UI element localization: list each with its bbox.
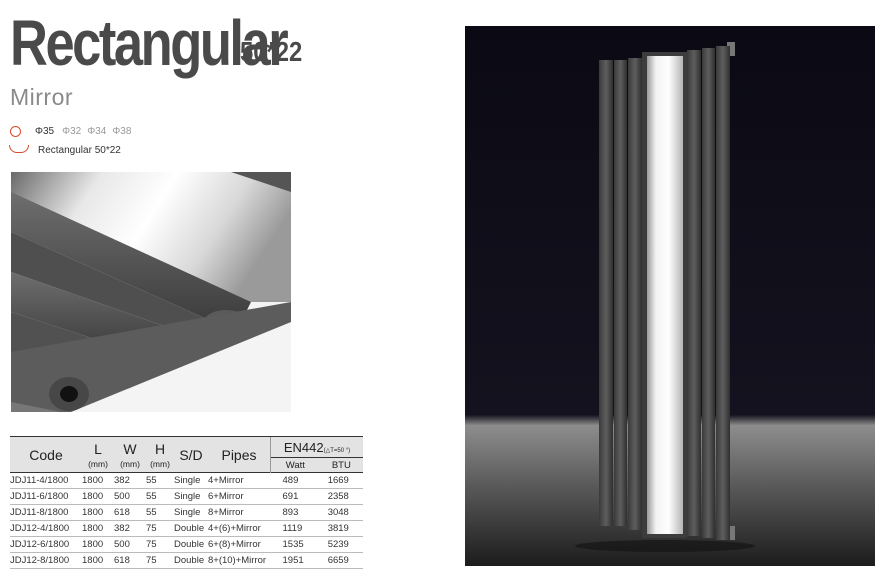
cell-h: 55: [146, 472, 174, 489]
table-row: JDJ11-8/1800 1800 618 55 Single 8+Mirror…: [10, 504, 363, 521]
cell-btu: 1669: [319, 472, 363, 489]
cell-code: JDJ11-4/1800: [10, 472, 82, 489]
table-row: JDJ12-4/1800 1800 382 75 Double 4+(6)+Mi…: [10, 520, 363, 537]
col-w: W(mm): [114, 436, 146, 473]
pipe-diameter-options: Φ35 Φ32 Φ34 Φ38: [9, 126, 137, 137]
cell-h: 55: [146, 504, 174, 521]
cell-l: 1800: [82, 520, 114, 537]
cell-w: 382: [114, 472, 146, 489]
cell-watt: 691: [270, 488, 320, 505]
cell-btu: 3048: [319, 504, 363, 521]
closeup-illustration: [11, 172, 291, 412]
cell-code: JDJ12-6/1800: [10, 536, 82, 553]
title-size: 50*22: [240, 36, 303, 67]
col-btu: BTU: [319, 457, 363, 473]
cell-watt: 1951: [270, 552, 320, 569]
cell-l: 1800: [82, 504, 114, 521]
cell-btu: 2358: [319, 488, 363, 505]
diameter-option: Φ34: [87, 126, 107, 137]
col-watt: Watt: [269, 457, 320, 473]
cell-pipes: 8+(10)+Mirror: [208, 552, 271, 569]
cell-watt: 489: [270, 472, 320, 489]
profile-spec: Rectangular 50*22: [9, 145, 121, 156]
table-row: JDJ11-6/1800 1800 500 55 Single 6+Mirror…: [10, 488, 363, 505]
cell-w: 618: [114, 552, 146, 569]
cell-btu: 3819: [319, 520, 363, 537]
cell-pipes: 4+Mirror: [208, 472, 271, 489]
round-pipe-icon: [10, 126, 21, 137]
product-title: Rectangular 50*22: [10, 0, 313, 78]
cell-h: 75: [146, 520, 174, 537]
cell-btu: 5239: [319, 536, 363, 553]
diameter-selected: Φ35: [35, 126, 55, 137]
cell-code: JDJ11-6/1800: [10, 488, 82, 505]
cell-w: 500: [114, 488, 146, 505]
title-main: Rectangular: [10, 7, 289, 79]
cell-btu: 6659: [319, 552, 363, 569]
cell-watt: 1119: [270, 520, 320, 537]
cell-code: JDJ11-8/1800: [10, 504, 82, 521]
cell-l: 1800: [82, 488, 114, 505]
cell-pipes: 6+(8)+Mirror: [208, 536, 271, 553]
diameter-option: Φ38: [112, 126, 132, 137]
cell-sd: Single: [174, 472, 208, 489]
spec-table: Code L(mm) W(mm) H(mm) S/D Pipes EN442(△…: [10, 436, 363, 569]
cell-pipes: 4+(6)+Mirror: [208, 520, 271, 537]
profile-label: Rectangular 50*22: [38, 145, 121, 156]
cell-sd: Double: [174, 520, 208, 537]
diameter-option: Φ32: [62, 126, 82, 137]
cell-l: 1800: [82, 472, 114, 489]
cell-l: 1800: [82, 536, 114, 553]
product-photo: [465, 26, 875, 566]
profile-shape-icon: [9, 145, 29, 153]
cell-code: JDJ12-4/1800: [10, 520, 82, 537]
cell-pipes: 8+Mirror: [208, 504, 271, 521]
table-subheader-row: Watt BTU: [10, 457, 363, 473]
cell-sd: Single: [174, 488, 208, 505]
cell-w: 618: [114, 504, 146, 521]
cell-h: 55: [146, 488, 174, 505]
col-code: Code: [10, 436, 82, 473]
cell-sd: Double: [174, 536, 208, 553]
cell-h: 75: [146, 552, 174, 569]
col-l: L(mm): [82, 436, 114, 473]
table-header-row: Code L(mm) W(mm) H(mm) S/D Pipes EN442(△…: [10, 436, 363, 473]
cell-pipes: 6+Mirror: [208, 488, 271, 505]
cell-l: 1800: [82, 552, 114, 569]
col-sd: S/D: [174, 436, 208, 473]
table-row: JDJ12-8/1800 1800 618 75 Double 8+(10)+M…: [10, 552, 363, 569]
col-pipes: Pipes: [208, 436, 271, 473]
col-en442: EN442(△T=50 °): [270, 436, 363, 458]
cell-sd: Single: [174, 504, 208, 521]
cell-w: 382: [114, 520, 146, 537]
table-row: JDJ12-6/1800 1800 500 75 Double 6+(8)+Mi…: [10, 536, 363, 553]
cell-watt: 893: [270, 504, 320, 521]
cell-sd: Double: [174, 552, 208, 569]
table-row: JDJ11-4/1800 1800 382 55 Single 4+Mirror…: [10, 472, 363, 489]
closeup-photo: [11, 172, 291, 412]
product-subtitle: Mirror: [10, 84, 74, 110]
cell-h: 75: [146, 536, 174, 553]
cell-code: JDJ12-8/1800: [10, 552, 82, 569]
col-h: H(mm): [146, 436, 174, 473]
radiator-illustration: [465, 26, 875, 566]
cell-watt: 1535: [270, 536, 320, 553]
cell-w: 500: [114, 536, 146, 553]
